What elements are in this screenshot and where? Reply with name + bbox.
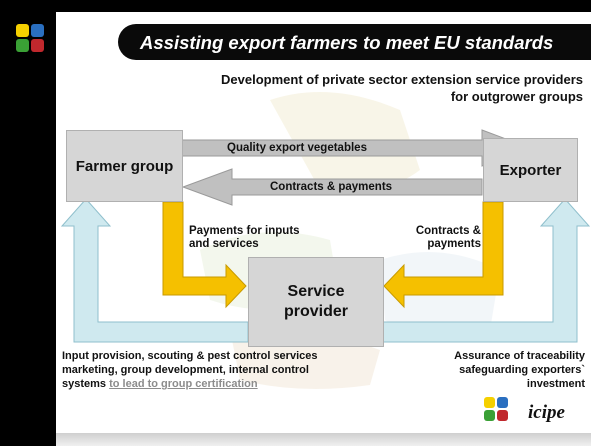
logo-square-blue — [31, 24, 44, 37]
bottom-band — [56, 433, 591, 446]
arrow-payments-to-provider — [162, 201, 247, 309]
arrow-inputs-to-farmer — [60, 198, 249, 343]
service-provider-label-1: Service — [287, 283, 345, 300]
farmer-group-box: Farmer group — [66, 130, 183, 202]
label-contracts-right-1: Contracts & — [415, 225, 481, 237]
footer-logo-red — [497, 410, 508, 421]
note-left-line-1: Input provision, scouting & pest control… — [62, 350, 318, 362]
title-bar — [118, 24, 591, 60]
note-left-systems: systems — [62, 378, 107, 390]
arrow-contracts-payments — [181, 168, 483, 206]
certification-link[interactable]: to lead to group certification — [109, 378, 258, 390]
left-sidebar — [0, 0, 56, 446]
label-payments-inputs-2: and services — [189, 238, 259, 250]
note-left-line-2: marketing, group development, internal c… — [62, 364, 309, 376]
label-quality-export: Quality export vegetables — [227, 142, 367, 154]
subtitle-line-1: Development of private sector extension … — [221, 72, 583, 87]
note-right-line-2: safeguarding exporters` — [459, 364, 585, 376]
logo-square-red — [31, 39, 44, 52]
arrow-assurance-to-exporter — [381, 198, 591, 343]
footer-logo-green — [484, 410, 495, 421]
exporter-label: Exporter — [499, 161, 562, 179]
footer-logo-blue — [497, 397, 508, 408]
slide-title: Assisting export farmers to meet EU stan… — [140, 32, 554, 53]
footer-logo-yellow — [484, 397, 495, 408]
note-left-line-3: systems to lead to group certification — [62, 378, 392, 391]
exporter-box: Exporter — [483, 138, 578, 202]
farmer-group-label: Farmer group — [75, 157, 174, 175]
logo-square-green — [16, 39, 29, 52]
subtitle-line-2: for outgrower groups — [450, 89, 583, 104]
arrow-contracts-to-provider — [383, 201, 504, 309]
label-contracts-payments: Contracts & payments — [270, 181, 393, 193]
label-contracts-right-2: payments — [427, 238, 481, 250]
note-right-line-1: Assurance of traceability — [454, 350, 585, 362]
top-band — [56, 0, 591, 12]
service-provider-label-2: provider — [283, 303, 348, 320]
note-right-line-3: investment — [526, 378, 585, 390]
logo-square-yellow — [16, 24, 29, 37]
icipe-logo-text: icipe — [528, 402, 565, 423]
label-payments-inputs-1: Payments for inputs — [189, 225, 300, 237]
service-provider-box: Service provider — [248, 257, 384, 347]
